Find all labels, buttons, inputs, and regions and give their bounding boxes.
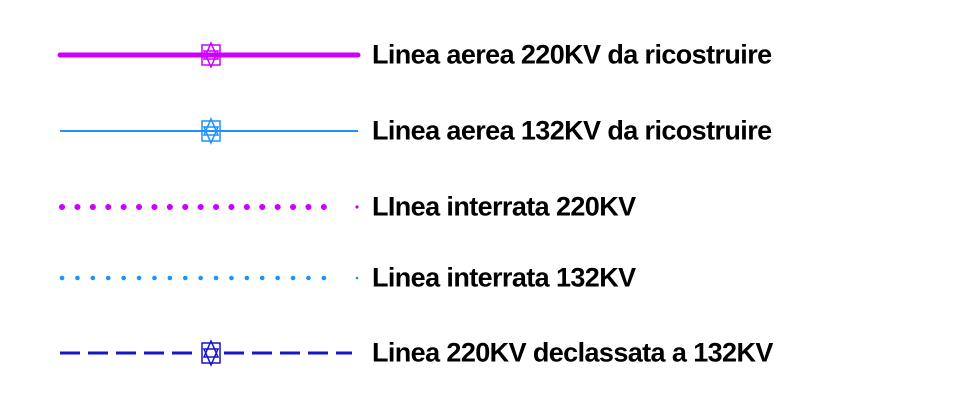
star-in-box-icon [201,41,221,69]
line-swatch-underground-132kv [59,275,359,281]
legend-item-overhead-220kv: Linea aerea 220KV da ricostruire [0,25,961,85]
legend-item-underground-220kv: LInea interrata 220KV [0,177,961,237]
line-swatch-downgraded [60,339,352,367]
legend-label: Linea 220KV declassata a 132KV [372,337,773,368]
legend-label: LInea interrata 220KV [372,191,636,222]
line-swatch-overhead-220kv [57,41,361,69]
star-in-box-icon [201,117,221,145]
legend-item-overhead-132kv: Linea aerea 132KV da ricostruire [0,101,961,161]
line-swatch-underground-220kv [59,204,359,210]
legend-label: Linea aerea 220KV da ricostruire [372,39,772,70]
star-in-box-icon [201,339,221,367]
line-swatch-overhead-132kv [60,117,358,145]
legend-item-underground-132kv: Linea interrata 132KV [0,248,961,308]
legend-item-downgraded-220-to-132kv: Linea 220KV declassata a 132KV [0,323,961,383]
legend-label: Linea aerea 132KV da ricostruire [372,115,772,146]
legend-label: Linea interrata 132KV [372,262,636,293]
